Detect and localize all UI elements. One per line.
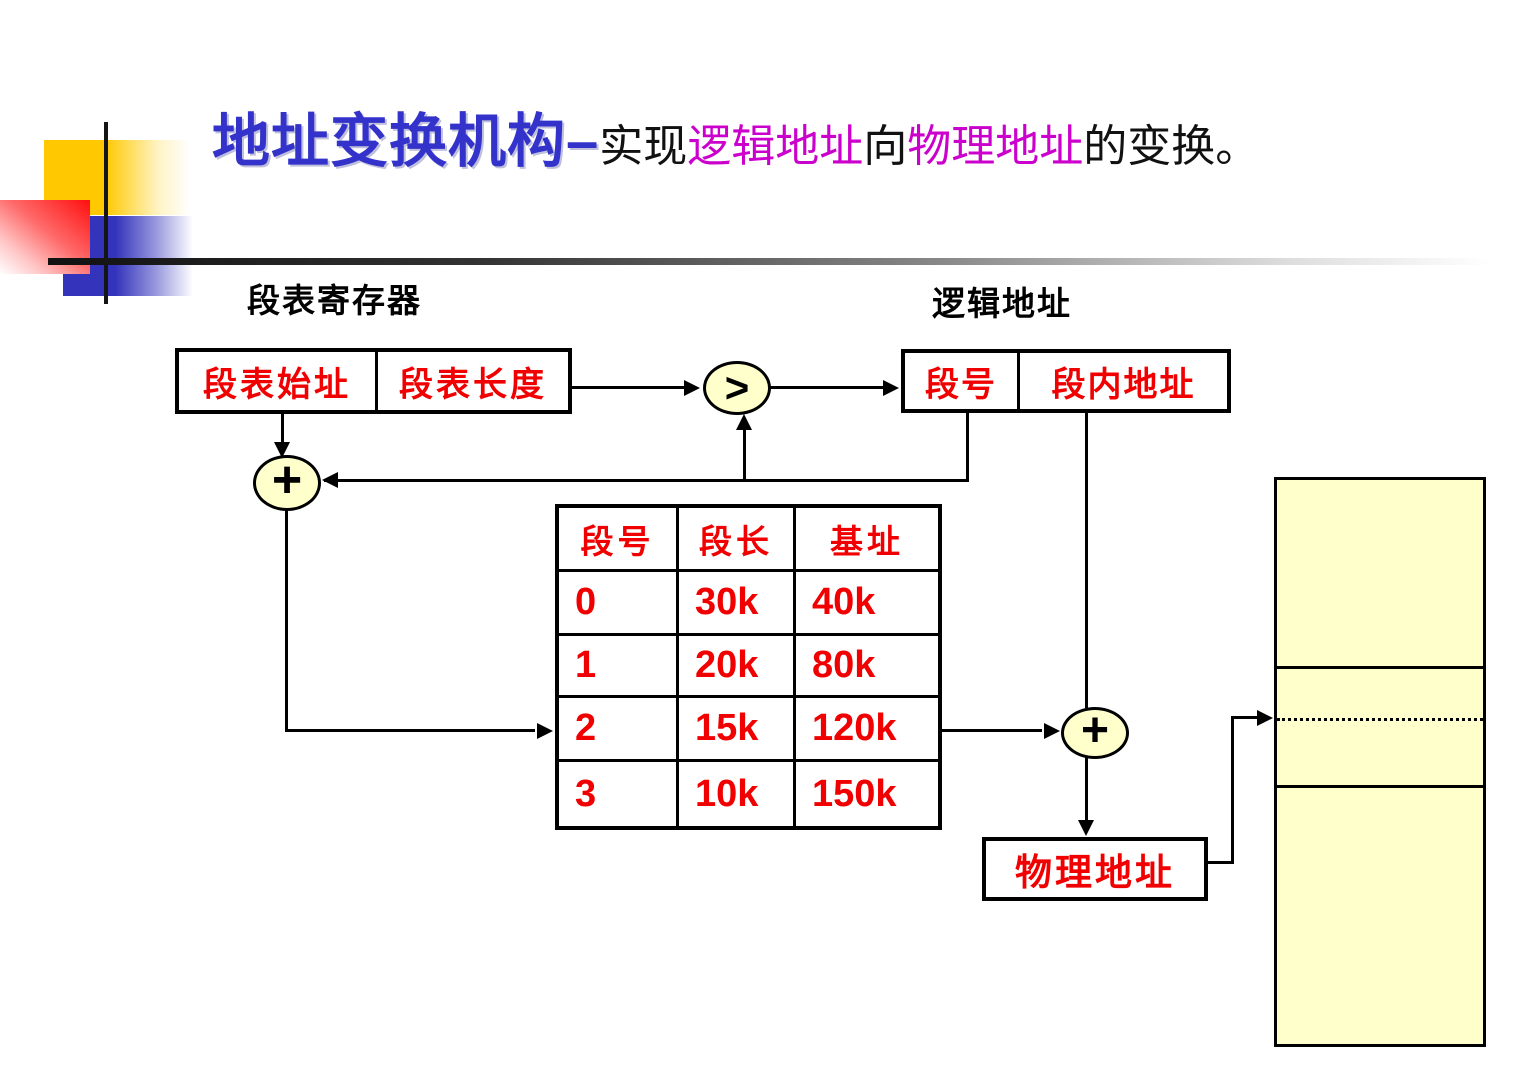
line-comparator-to-logical xyxy=(770,386,883,389)
adder-left-symbol: + xyxy=(271,451,303,509)
line-table-to-adder-right xyxy=(942,729,1042,732)
line-adder-down xyxy=(285,509,288,732)
segment-table-register-label: 段表寄存器 xyxy=(247,282,422,319)
physical-address-box: 物理地址 xyxy=(982,837,1208,901)
table-cell: 120k xyxy=(796,698,938,762)
comparator-symbol: > xyxy=(724,364,750,411)
title-seg-5: 的变换。 xyxy=(1083,122,1260,171)
table-cell: 2 xyxy=(559,698,679,762)
table-cell: 3 xyxy=(559,762,679,826)
arrowhead-down-icon xyxy=(1078,820,1094,836)
logical-address-label: 逻辑地址 xyxy=(932,285,1072,322)
arrowhead-left-icon xyxy=(322,472,338,488)
table-cell: 0 xyxy=(559,572,679,636)
table-header-base: 基址 xyxy=(796,508,938,572)
segment-table: 段号 段长 基址 0 30k 40k 1 20k 80k 2 15k 120k … xyxy=(555,504,942,830)
adder-right-node: + xyxy=(1061,704,1129,759)
table-cell: 20k xyxy=(679,636,796,698)
memory-divider-top xyxy=(1277,666,1483,669)
line-feed-comparator xyxy=(743,428,746,481)
table-cell: 15k xyxy=(679,698,796,762)
comparator-node: > xyxy=(703,361,771,415)
arrowhead-right-icon xyxy=(684,380,700,396)
arrowhead-right-icon xyxy=(537,723,553,739)
line-physical-right xyxy=(1205,861,1234,864)
arrowhead-up-icon xyxy=(736,414,752,430)
arrowhead-right-icon xyxy=(1044,723,1060,739)
table-cell: 150k xyxy=(812,772,897,815)
table-cell: 80k xyxy=(796,636,938,698)
cell-segment-offset: 段内地址 xyxy=(1051,366,1196,404)
title-seg-logical: 逻辑地址 xyxy=(687,122,864,171)
logical-address-box: 段号 段内地址 xyxy=(901,349,1231,413)
memory-box xyxy=(1274,477,1486,1047)
title-divider-bar xyxy=(48,258,1490,265)
table-cell: 40k xyxy=(796,572,938,636)
memory-dotted-line xyxy=(1277,718,1483,721)
segment-table-register-box: 段表始址 段表长度 xyxy=(175,348,572,414)
line-physical-up xyxy=(1231,716,1234,864)
adder-left-node: + xyxy=(253,451,321,511)
table-cell: 10k xyxy=(679,762,796,826)
arrowhead-right-icon xyxy=(883,380,899,396)
page-title: 地址变换机构–实现逻辑地址向物理地址的变换。 xyxy=(212,94,1259,178)
cell-table-start-address: 段表始址 xyxy=(179,352,378,410)
deco-vertical-line xyxy=(104,122,108,304)
line-start-to-adder xyxy=(281,413,284,444)
table-cell: 30k xyxy=(679,572,796,636)
table-cell: 1 xyxy=(559,636,679,698)
cell-segment-number: 段号 xyxy=(905,353,1020,409)
physical-address-text: 物理地址 xyxy=(1015,853,1175,894)
line-adder-to-physical xyxy=(1085,757,1088,820)
line-into-memory xyxy=(1231,716,1257,719)
title-dash: – xyxy=(566,109,600,174)
line-register-to-comparator xyxy=(570,386,686,389)
memory-divider-bottom xyxy=(1277,785,1483,788)
arrowhead-right-icon xyxy=(1257,710,1273,726)
line-adder-to-table xyxy=(285,729,535,732)
table-header-segnum: 段号 xyxy=(559,508,679,572)
adder-right-symbol: + xyxy=(1080,703,1110,757)
cell-table-length: 段表长度 xyxy=(399,366,547,404)
arrowhead-down-icon xyxy=(274,442,290,458)
line-offset-to-adder-right xyxy=(1085,410,1088,708)
title-seg-physical: 物理地址 xyxy=(907,122,1084,171)
title-seg-3: 向 xyxy=(863,122,908,171)
line-segnum-down xyxy=(966,410,969,482)
table-header-seglen: 段长 xyxy=(679,508,796,572)
title-seg-1: 实现 xyxy=(599,122,688,171)
line-segnum-to-adder xyxy=(324,479,969,482)
title-main-text: 地址变换机构 xyxy=(212,109,567,174)
